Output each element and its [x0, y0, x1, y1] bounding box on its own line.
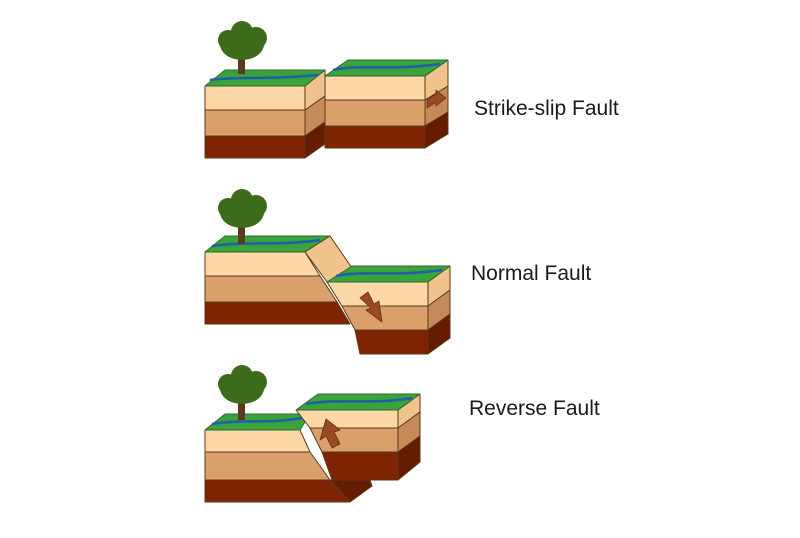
- strike-slip-fault-label: Strike-slip Fault: [474, 97, 619, 120]
- normal-fault-block: [204, 189, 451, 355]
- normal-fault-label: Normal Fault: [471, 262, 592, 285]
- motion-arrow-icon: [426, 89, 447, 109]
- motion-arrow-icon: [319, 418, 341, 449]
- strike-slip-block: [204, 21, 449, 159]
- tree-icon: [218, 21, 267, 74]
- motion-arrow-icon: [359, 291, 383, 323]
- reverse-fault-block: [204, 365, 421, 503]
- reverse-fault-label: Reverse Fault: [469, 397, 600, 420]
- tree-icon: [218, 365, 267, 420]
- tree-icon: [218, 189, 267, 244]
